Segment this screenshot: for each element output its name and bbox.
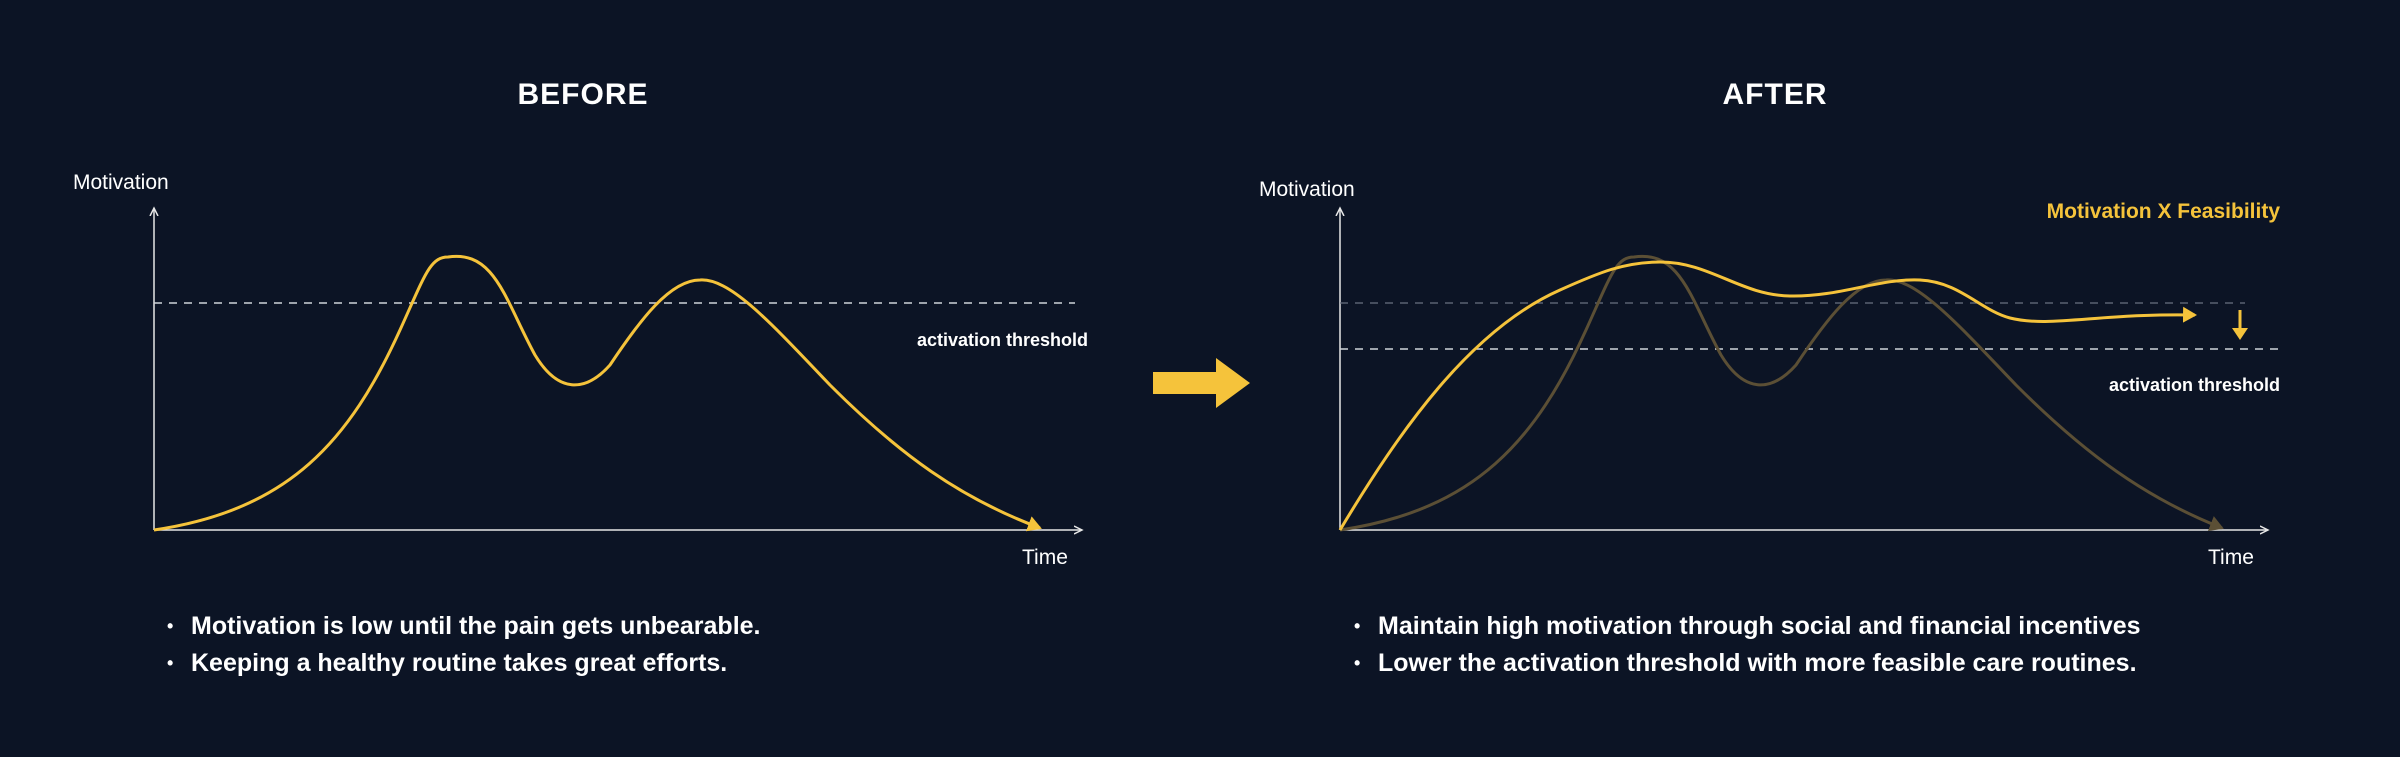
before-title: BEFORE [517,78,649,111]
after-chart: Motivation Time Motivation X Feasibility… [1259,178,2280,569]
before-bullet-2: Keeping a healthy routine takes great ef… [167,645,761,682]
right-arrow-icon [1153,358,1250,408]
before-motivation-curve [153,254,1042,532]
after-motivation-feasibility-curve [1338,260,2197,531]
before-bullet-1: Motivation is low until the pain gets un… [167,608,761,645]
before-y-axis-label: Motivation [73,171,169,194]
down-arrow-head [2232,328,2248,340]
after-y-axis-label: Motivation [1259,178,1355,201]
motivation-feasibility-label: Motivation X Feasibility [2047,200,2281,223]
after-threshold-label: activation threshold [2109,375,2280,395]
after-original-motivation-curve [1339,254,2224,532]
after-x-axis-label: Time [2208,546,2254,569]
after-bullet-2: Lower the activation threshold with more… [1354,645,2141,682]
before-bullet-list: Motivation is low until the pain gets un… [167,608,761,682]
before-chart: Motivation Time activation threshold [73,171,1088,569]
before-x-axis-label: Time [1022,546,1068,569]
after-bullet-list: Maintain high motivation through social … [1354,608,2141,682]
after-title: AFTER [1722,78,1828,111]
before-threshold-label: activation threshold [917,330,1088,350]
after-bullet-1: Maintain high motivation through social … [1354,608,2141,645]
